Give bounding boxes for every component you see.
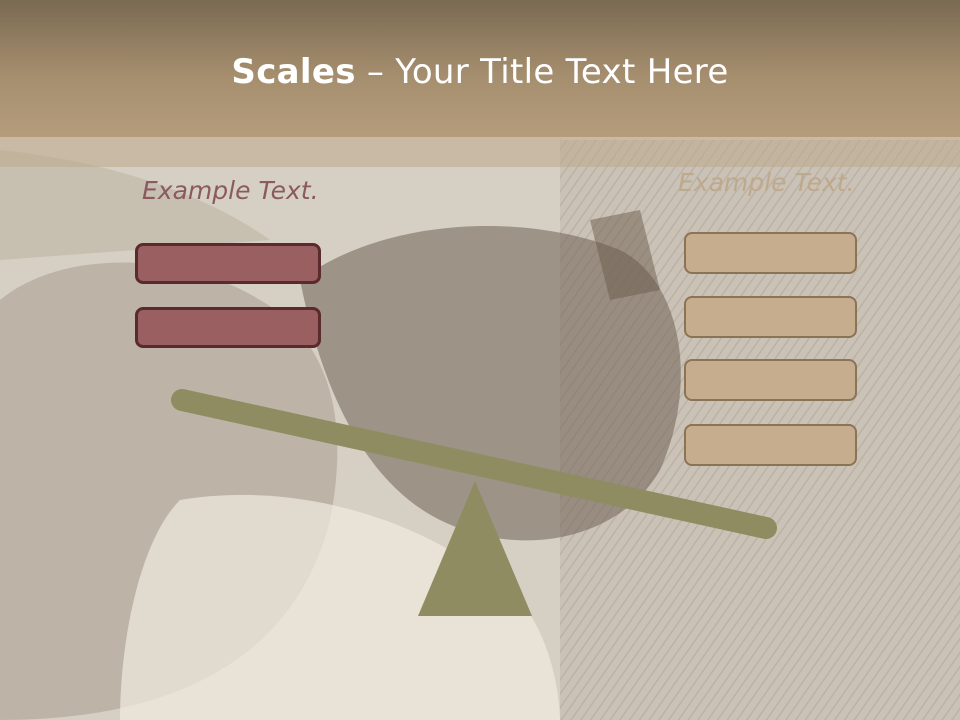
left-box-1 — [135, 243, 321, 284]
left-example-text: Example Text. — [142, 176, 319, 205]
scale-beam — [171, 389, 777, 539]
right-box-1 — [684, 232, 857, 274]
right-box-4 — [684, 424, 857, 466]
title-rest: – Your Title Text Here — [355, 52, 729, 92]
fulcrum-triangle-icon — [418, 481, 532, 616]
right-example-text: Example Text. — [678, 168, 855, 197]
title-bar — [0, 0, 960, 137]
slide-title: Scales – Your Title Text Here — [0, 52, 960, 92]
title-band — [0, 137, 960, 167]
right-box-2 — [684, 296, 857, 338]
title-bold: Scales — [231, 52, 356, 92]
right-box-3 — [684, 359, 857, 401]
left-box-2 — [135, 307, 321, 348]
